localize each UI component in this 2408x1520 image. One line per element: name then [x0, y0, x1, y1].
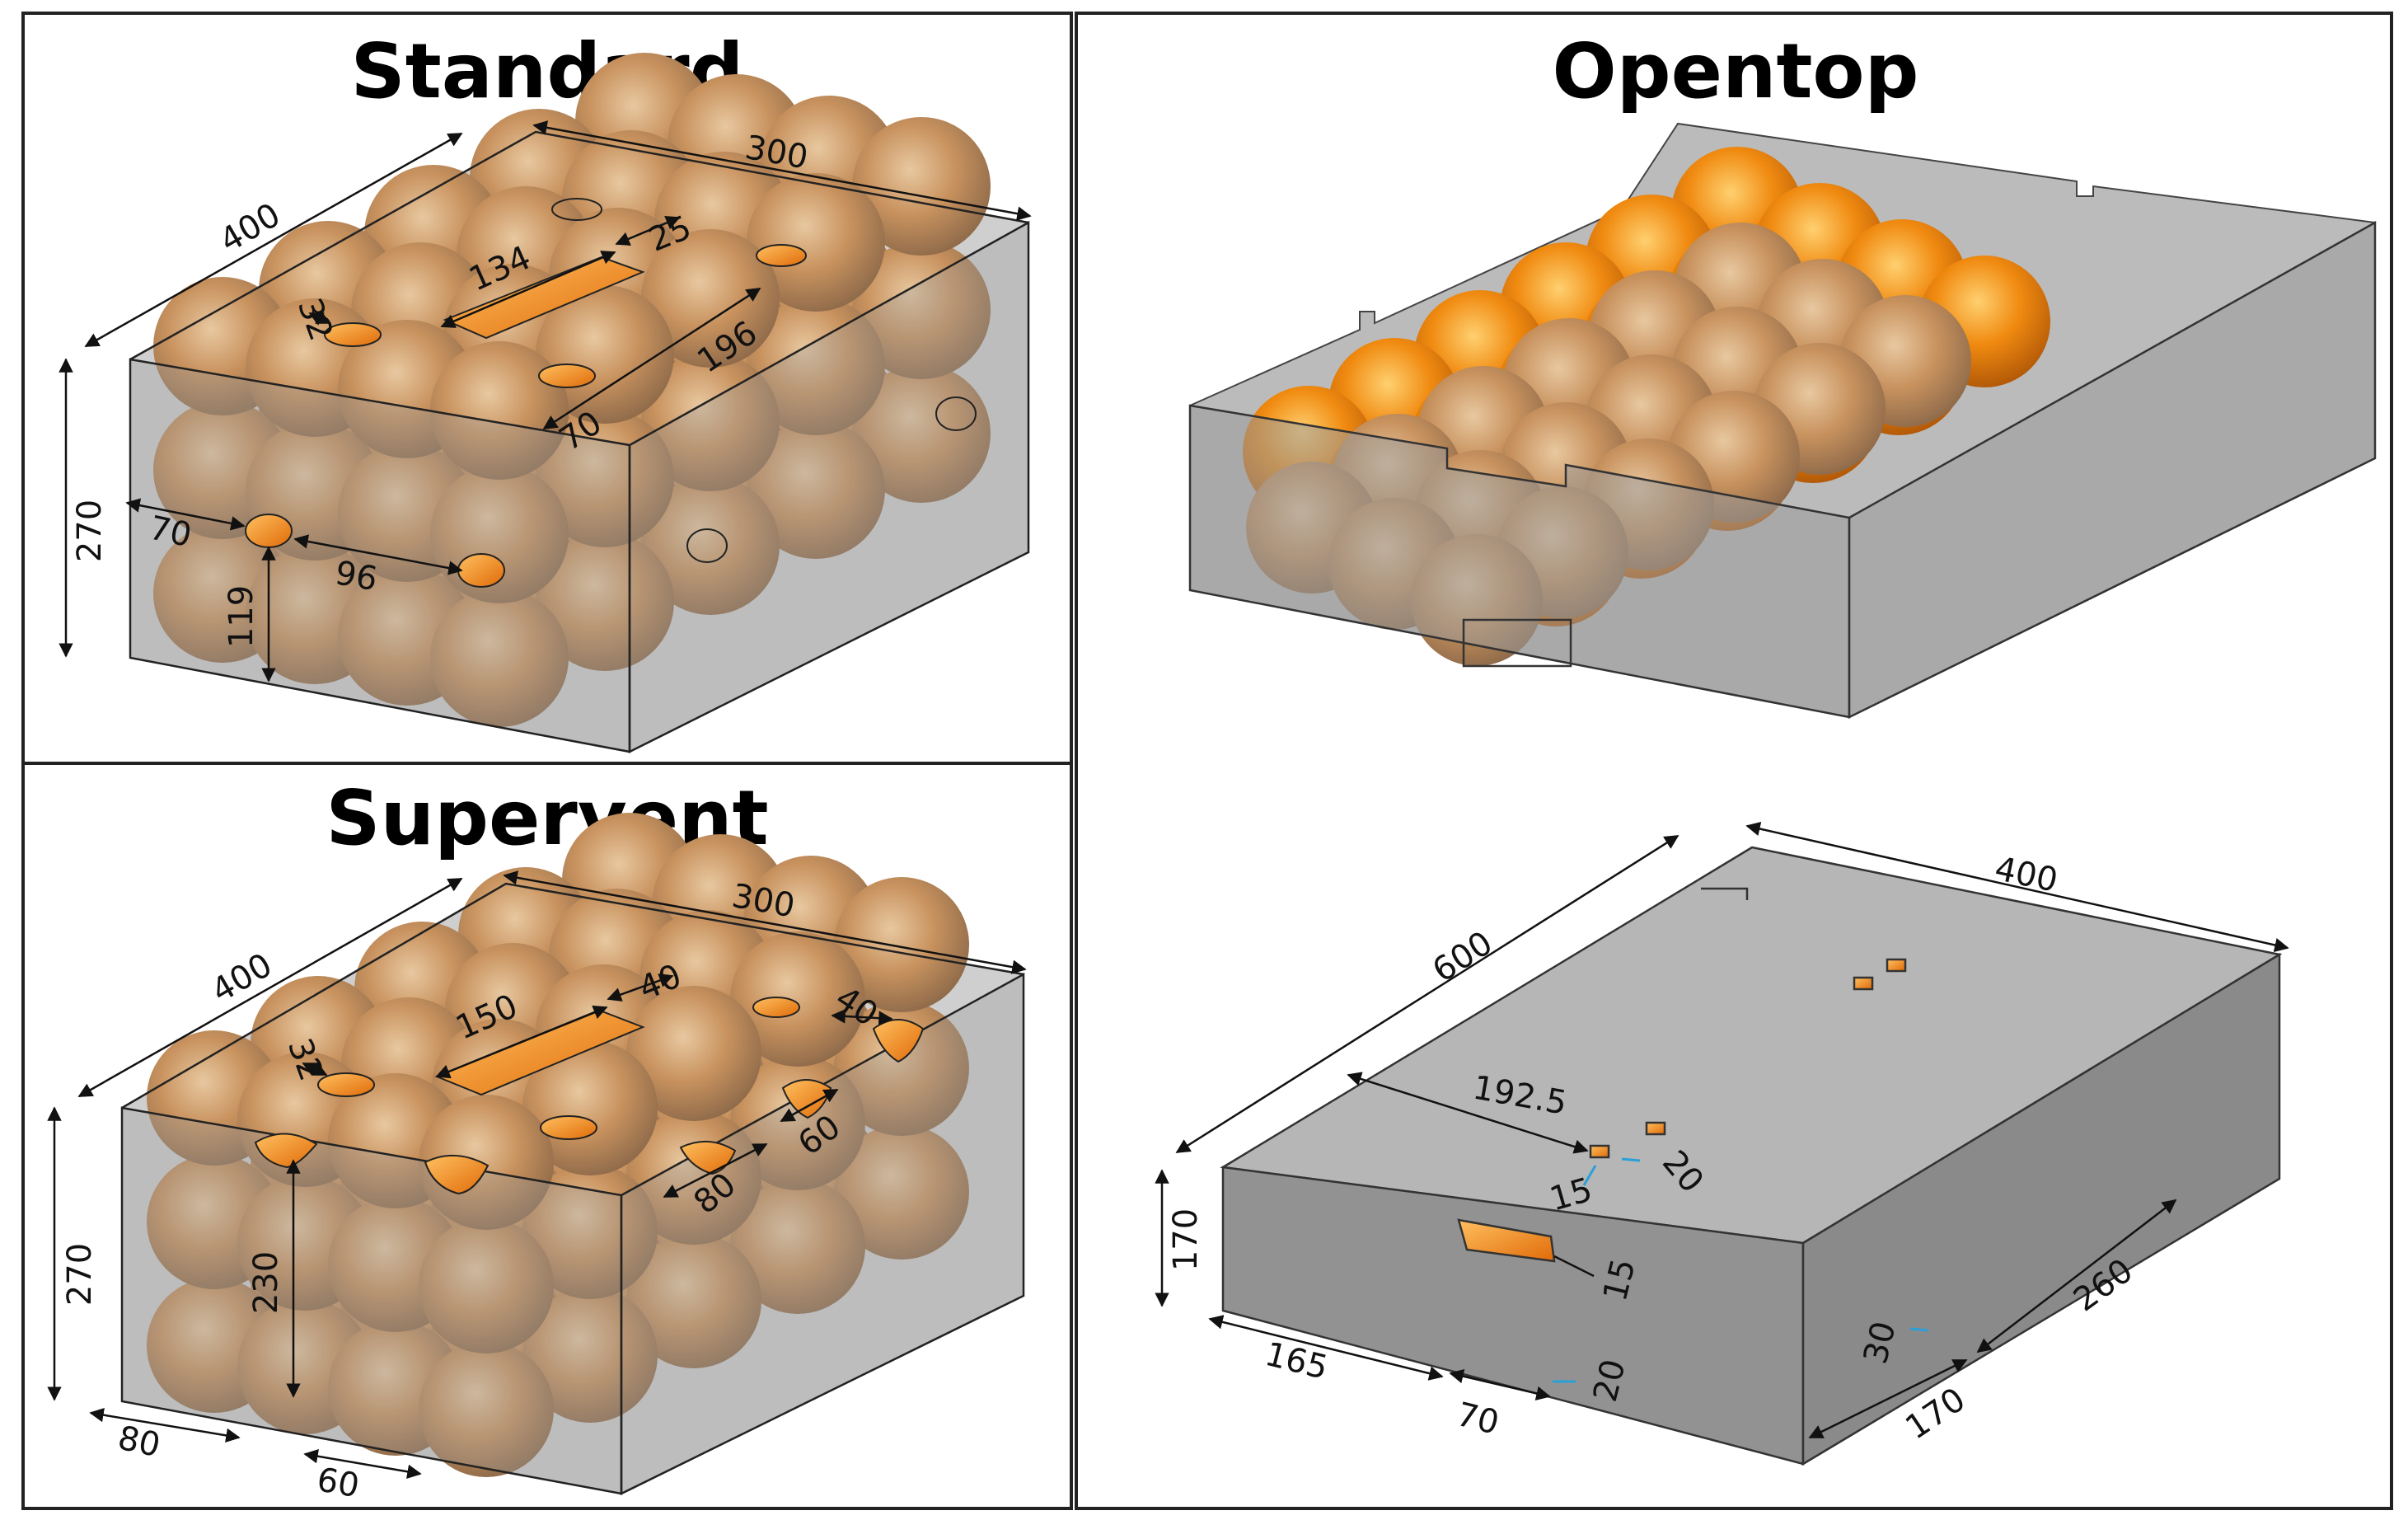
ball	[852, 241, 991, 379]
std-dim-96: 96	[332, 554, 380, 598]
opentop-closed-box	[1220, 846, 2283, 1466]
standard-panel: Standard	[59, 27, 1032, 754]
standard-dimensions	[59, 120, 1032, 683]
ot-dim-600: 600	[1426, 924, 1499, 990]
sv-dim-270: 270	[61, 1243, 99, 1306]
ot-dim-165: 165	[1262, 1335, 1332, 1387]
ball	[419, 1342, 554, 1477]
sv-dim-80b: 80	[115, 1419, 163, 1465]
ball	[730, 1179, 865, 1314]
ot-dim-170a: 170	[1167, 1208, 1205, 1271]
sv-dim-230: 230	[247, 1251, 285, 1314]
supervent-dimensions	[47, 870, 1027, 1479]
ball	[834, 1001, 969, 1136]
ot-dim-400: 400	[1992, 850, 2061, 900]
ball	[522, 1164, 658, 1299]
ball	[536, 532, 674, 671]
ball	[419, 1218, 554, 1353]
std-dim-70b: 70	[146, 509, 194, 555]
supervent-panel: Supervent	[47, 774, 1027, 1505]
opentop-dimensions	[1155, 821, 2289, 1439]
ball	[747, 297, 885, 435]
ball	[536, 409, 674, 547]
opentop-title: Opentop	[1553, 27, 1919, 115]
ball	[834, 1124, 969, 1260]
ot-dim-70: 70	[1453, 1396, 1503, 1443]
ball	[626, 1233, 761, 1368]
ball	[747, 420, 885, 559]
opentop-tray-front	[1188, 220, 2377, 720]
opentop-panel: Opentop	[1155, 27, 2377, 1466]
std-dim-119: 119	[223, 585, 260, 648]
opentop-small-dim-ticks	[1553, 1157, 1929, 1383]
sv-dim-60b: 60	[314, 1461, 362, 1505]
ball	[430, 341, 569, 480]
std-dim-270: 270	[71, 500, 109, 562]
ball	[641, 476, 780, 615]
panel-borders	[21, 12, 2393, 1510]
ball	[419, 1095, 554, 1230]
ball	[522, 1288, 658, 1423]
ball	[626, 986, 761, 1121]
ball	[852, 364, 991, 503]
supervent-box-front	[120, 882, 1025, 1496]
ball	[430, 589, 569, 727]
